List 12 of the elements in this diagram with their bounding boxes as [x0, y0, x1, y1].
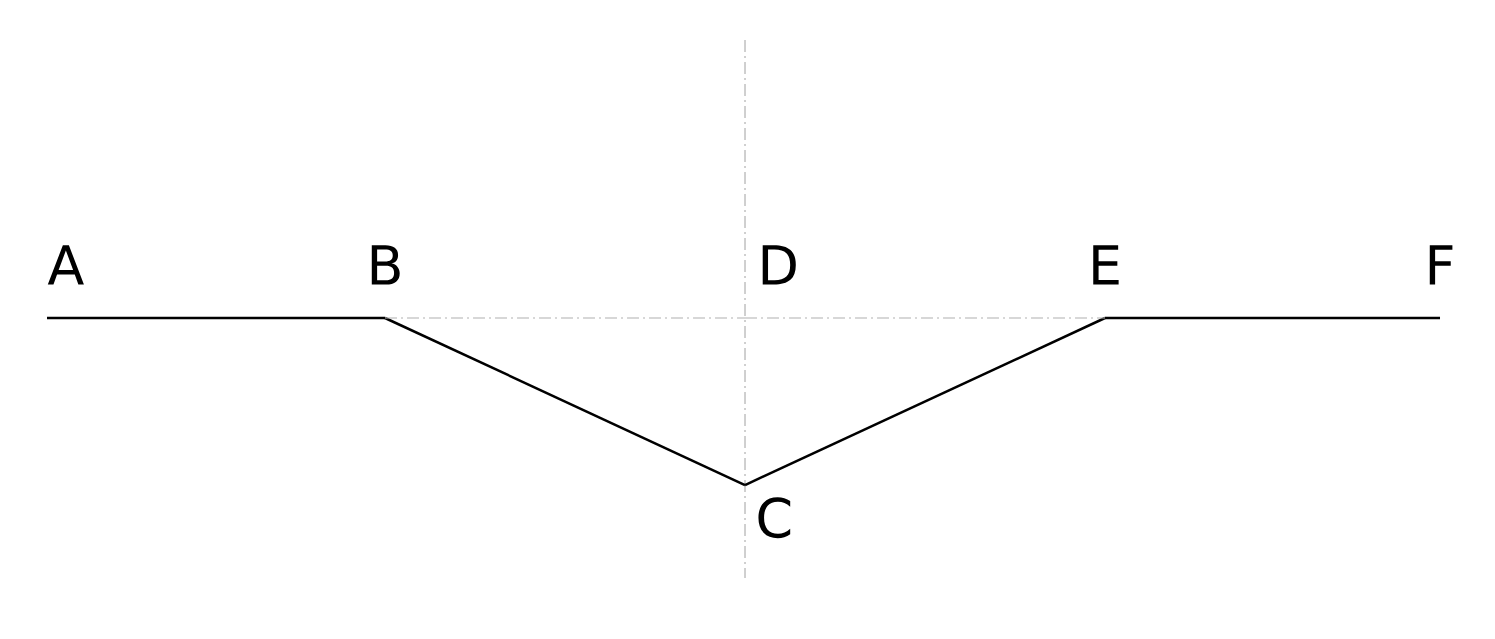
profile-line	[47, 316, 385, 320]
point-label: A	[47, 245, 84, 285]
point-label: E	[1093, 245, 1119, 285]
point-label: C	[758, 497, 791, 539]
point-label: D	[762, 245, 796, 285]
profile-line	[384, 316, 746, 487]
profile-line	[1105, 316, 1440, 320]
construction-line	[384, 317, 746, 319]
point-label: F	[1429, 245, 1453, 285]
point-label: B	[371, 245, 400, 285]
profile-line	[744, 316, 1106, 487]
construction-line	[744, 317, 1106, 319]
